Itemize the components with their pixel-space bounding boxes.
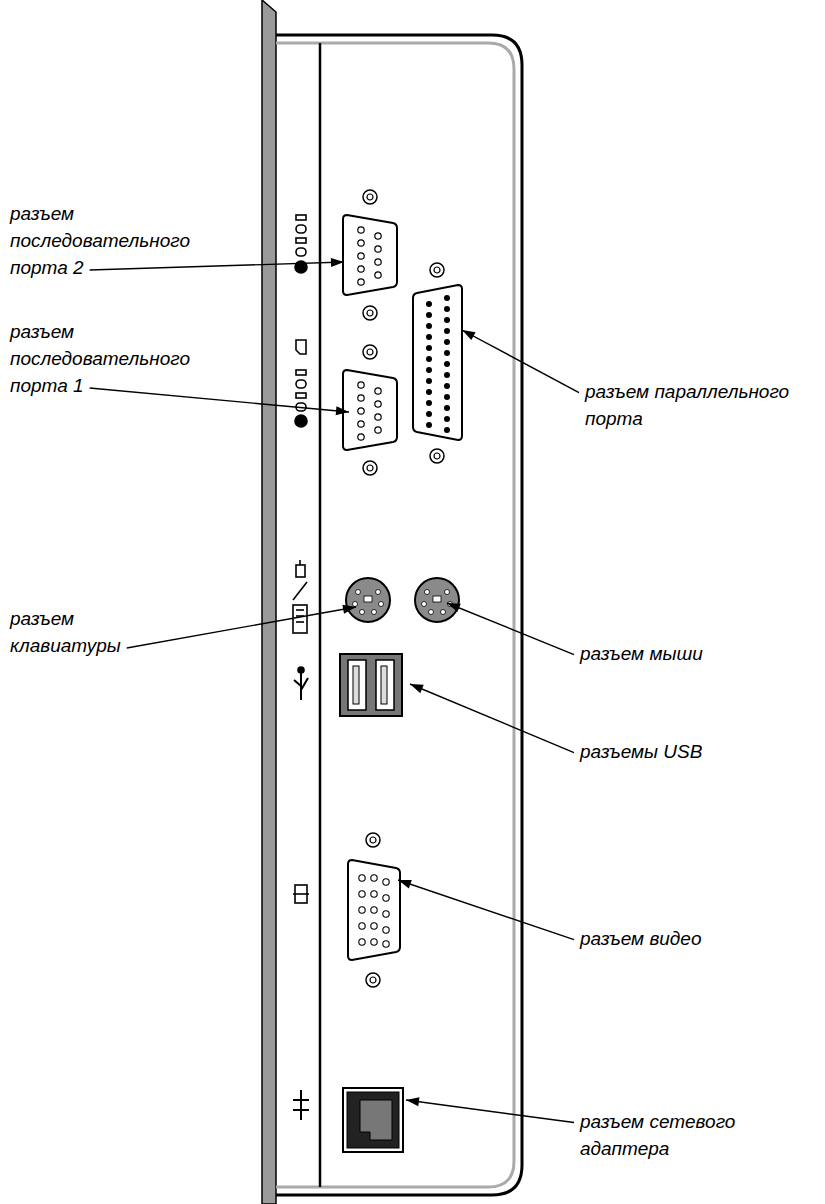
connector-label: разъем видео: [580, 925, 810, 952]
leader-arrowhead: [462, 330, 476, 340]
leader-line: [410, 684, 574, 753]
leader-arrowhead: [410, 684, 424, 693]
connector-label: разъем последовательного порта 2: [10, 200, 210, 281]
connector-label: разъем последовательного порта 1: [10, 318, 210, 399]
connector-label: разъем параллельного порта: [585, 378, 810, 432]
leader-line: [447, 603, 574, 655]
connector-label: разъем клавиатуры: [10, 605, 150, 659]
connector-label: разъем сетевого адаптера: [580, 1108, 755, 1162]
leader-arrowhead: [398, 880, 412, 889]
leader-arrowhead: [342, 605, 356, 614]
leader-arrowhead: [447, 603, 461, 612]
leader-arrowhead: [331, 258, 344, 267]
connector-label: разъем мыши: [580, 640, 810, 667]
leader-arrowhead: [406, 1097, 419, 1106]
leader-line: [398, 880, 574, 940]
leader-line: [90, 388, 349, 412]
leader-line: [462, 330, 579, 393]
connector-label: разъемы USB: [580, 738, 810, 765]
leader-line: [406, 1100, 574, 1123]
leader-arrowhead: [336, 406, 349, 415]
leader-line: [90, 262, 344, 270]
leader-line: [127, 607, 356, 648]
